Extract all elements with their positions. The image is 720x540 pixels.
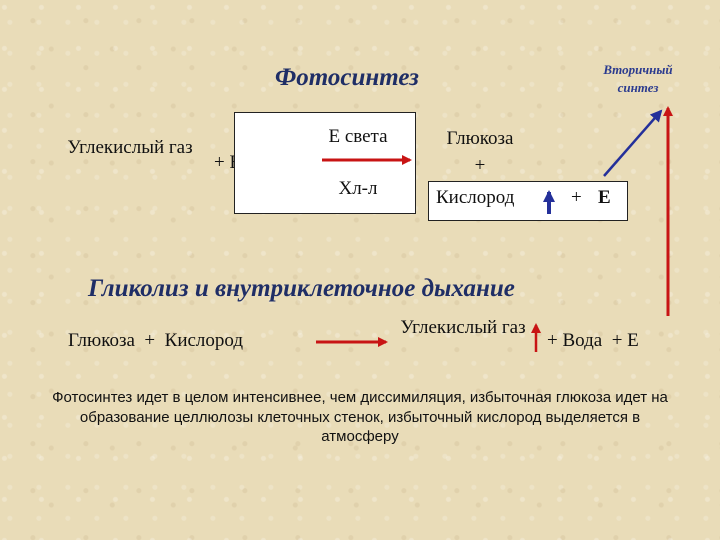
respiration-title: Гликолиз и внутриклеточное дыхание <box>88 275 515 302</box>
glucose-label: Глюкоза <box>446 128 514 149</box>
co2-label: Углекислый газ <box>67 137 193 158</box>
oxygen-label: Кислород <box>436 187 515 208</box>
energy-plus: + <box>571 187 582 208</box>
reaction-conditions-box <box>234 112 416 214</box>
respiration-reactants: Глюкоза + Кислород <box>68 330 244 351</box>
glucose-plus: + <box>474 155 486 176</box>
products-box <box>428 181 628 221</box>
summary-note: Фотосинтез идет в целом интенсивнее, чем… <box>52 389 668 445</box>
secondary-synthesis-arrow <box>603 109 663 177</box>
secondary-synthesis-label: Вторичный синтез <box>603 62 673 95</box>
chlorophyll-label: Хл-л <box>338 178 378 199</box>
respiration-products: + Вода + Е <box>547 330 639 351</box>
photosynthesis-title: Фотосинтез <box>275 64 419 91</box>
energy-label: Е <box>598 187 611 208</box>
respiration-co2-label: Углекислый газ <box>400 317 526 338</box>
light-energy-label: Е света <box>328 126 388 147</box>
